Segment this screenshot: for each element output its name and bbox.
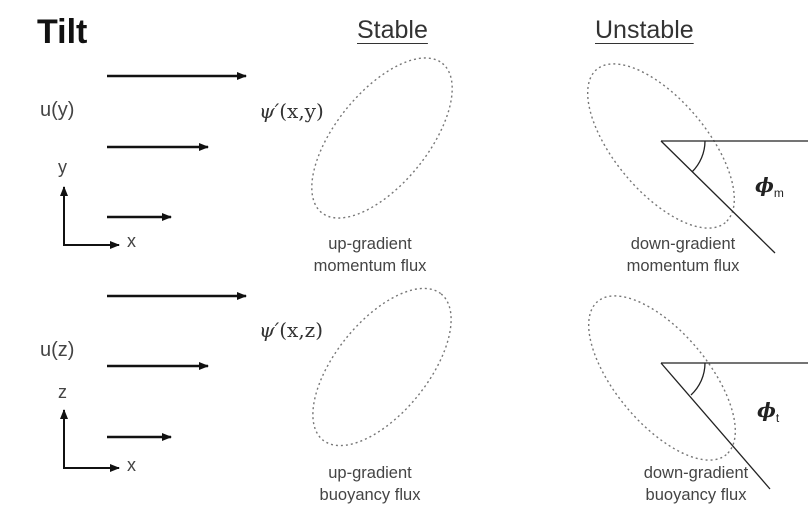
tilt-angle-bottom	[660, 362, 808, 490]
axes-xz	[60, 409, 120, 472]
x-axis-label: x	[127, 231, 136, 251]
unstable-caption-top: down-gradient momentum flux	[593, 233, 773, 278]
tilt-angle-label-m: ϕm	[755, 175, 784, 199]
stable-caption-top: up-gradient momentum flux	[290, 233, 450, 278]
caption-line: buoyancy flux	[319, 486, 421, 505]
streamfunction-label-xz: ψ′(x,z)	[259, 320, 323, 340]
psi-args: (x,y)	[279, 99, 324, 123]
stable-column-heading: Stable	[357, 16, 428, 44]
angle-arc	[691, 140, 706, 173]
phi-symbol: ϕ	[757, 398, 776, 422]
y-axis-label: y	[58, 157, 67, 177]
tilt-angle-label-t: ϕt	[757, 400, 779, 424]
axes-xy	[60, 186, 120, 249]
z-axis-label: z	[58, 382, 67, 402]
shear-arrows-bottom	[107, 292, 247, 441]
psi-args: (x,z)	[279, 318, 324, 342]
stable-perturbation-ellipse-top	[311, 57, 453, 219]
caption-line: up-gradient	[328, 464, 412, 482]
caption-line: up-gradient	[328, 235, 412, 253]
caption-line: momentum flux	[626, 257, 740, 276]
unstable-column-heading: Unstable	[595, 16, 694, 44]
shear-arrows-top	[107, 72, 247, 221]
stable-caption-bottom: up-gradient buoyancy flux	[290, 462, 450, 507]
unstable-perturbation-ellipse-bottom	[587, 295, 737, 461]
psi-symbol: ψ′	[259, 318, 280, 342]
phi-subscript: m	[773, 186, 784, 200]
caption-line: buoyancy flux	[645, 486, 747, 505]
figure-title: Tilt	[37, 13, 88, 51]
x-axis-label: x	[127, 455, 136, 475]
phi-subscript: t	[775, 411, 780, 425]
caption-line: down-gradient	[643, 464, 749, 482]
flow-label-u-y: u(y)	[40, 99, 75, 121]
tilt-angle-top	[660, 140, 808, 254]
unstable-caption-bottom: down-gradient buoyancy flux	[606, 462, 786, 507]
tilt-axis-line	[660, 362, 771, 490]
unstable-perturbation-ellipse-top	[586, 63, 736, 229]
psi-symbol: ψ′	[259, 99, 280, 123]
tilt-axis-line	[660, 140, 776, 254]
stable-perturbation-ellipse-bottom	[312, 287, 452, 447]
flow-label-u-z: u(z)	[40, 339, 75, 361]
caption-line: down-gradient	[630, 235, 736, 253]
caption-line: momentum flux	[313, 257, 427, 276]
angle-arc	[690, 362, 706, 396]
streamfunction-label-xy: ψ′(x,y)	[259, 101, 324, 121]
phi-symbol: ϕ	[755, 173, 774, 197]
